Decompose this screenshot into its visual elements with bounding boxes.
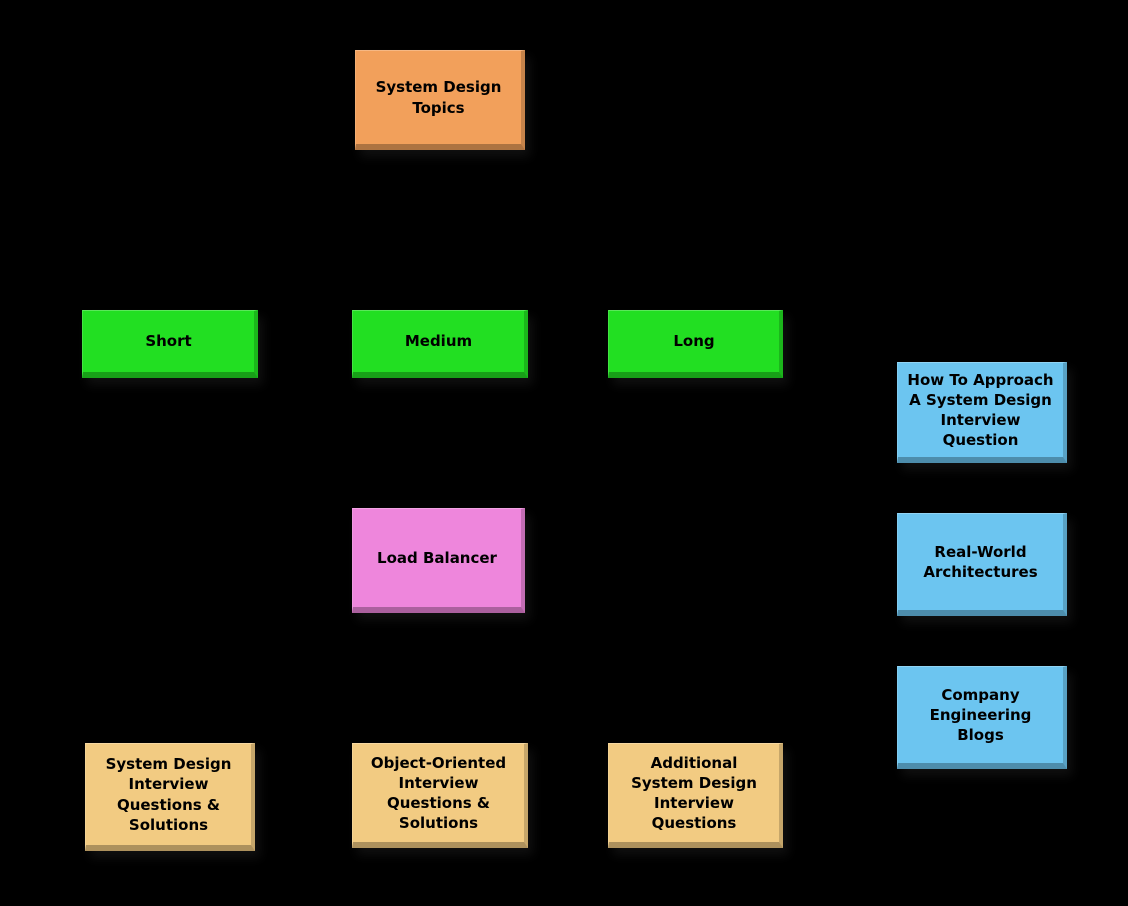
node-label: Real-World Architectures [923, 542, 1038, 581]
node-how-to-approach: How To Approach A System Design Intervie… [897, 362, 1067, 463]
node-label: Object-Oriented Interview Questions & So… [370, 753, 507, 833]
node-label: Load Balancer [377, 548, 497, 567]
node-label: Short [145, 332, 192, 351]
node-short: Short [82, 310, 258, 378]
node-long: Long [608, 310, 783, 378]
node-load-balancer: Load Balancer [352, 508, 525, 613]
node-additional-system-design-interview-questions: Additional System Design Interview Quest… [608, 743, 783, 848]
node-label: System Design Topics [375, 78, 502, 117]
node-medium: Medium [352, 310, 528, 378]
node-real-world-architectures: Real-World Architectures [897, 513, 1067, 616]
node-label: How To Approach A System Design Intervie… [907, 370, 1054, 450]
node-object-oriented-interview-questions: Object-Oriented Interview Questions & So… [352, 743, 528, 848]
node-company-engineering-blogs: Company Engineering Blogs [897, 666, 1067, 769]
node-label: Medium [404, 332, 473, 351]
node-label: Company Engineering Blogs [929, 685, 1032, 745]
node-system-design-interview-questions: System Design Interview Questions & Solu… [85, 743, 255, 851]
node-label: Long [673, 332, 715, 351]
node-label: System Design Interview Questions & Solu… [105, 755, 232, 834]
node-label: Additional System Design Interview Quest… [631, 753, 757, 833]
node-system-design-topics: System Design Topics [355, 50, 525, 150]
